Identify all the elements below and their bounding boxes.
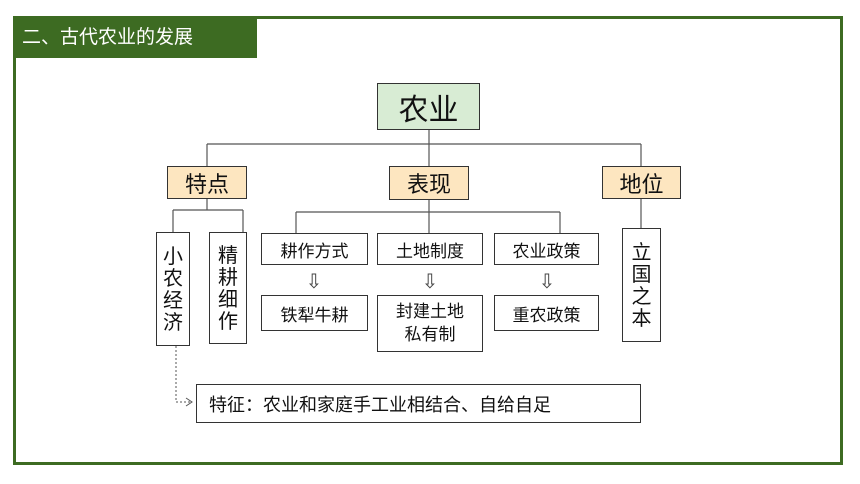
vertical-char: 细 [218,287,238,311]
intensive-farming-box: 精耕细作 [209,232,247,344]
vertical-char: 经 [163,288,183,312]
feature-statement-box: 特征：农业和家庭手工业相结合、自给自足 [196,384,641,423]
down-arrow-icon: ⇩ [421,269,439,293]
vertical-char: 济 [163,310,183,334]
down-arrow-icon: ⇩ [538,269,556,293]
vertical-char: 本 [631,306,652,330]
agriculture-priority-policy-box: 重农政策 [494,295,599,331]
foundation-of-state-box: 立国之本 [622,228,661,342]
vertical-char: 作 [218,309,238,333]
farming-policy-box: 农业政策 [494,233,599,265]
vertical-char: 精 [218,243,238,267]
feature-arrowhead [185,397,193,407]
branch-traits-box: 特点 [167,166,247,199]
vertical-char: 耕 [218,265,238,289]
root-agriculture-box: 农业 [377,83,480,130]
feudal-land-private-ownership-box: 封建土地 私有制 [377,295,483,352]
vertical-char: 之 [631,284,652,308]
land-ownership-line-1: 封建土地 [396,301,464,322]
down-arrow-icon: ⇩ [305,269,323,293]
small-farming-economy-box: 小农经济 [156,232,190,346]
vertical-char: 小 [163,244,183,268]
farming-method-box: 耕作方式 [261,233,368,265]
vertical-char: 国 [631,262,652,286]
header-band [13,16,257,58]
iron-plough-ox-farming-box: 铁犁牛耕 [261,295,368,331]
land-ownership-line-2: 私有制 [404,324,456,345]
land-system-box: 土地制度 [377,233,483,265]
branch-status-box: 地位 [602,166,681,199]
slide-title: 二、古代农业的发展 [22,26,194,48]
vertical-char: 立 [631,240,652,264]
slide-frame [13,16,843,465]
branch-manifestation-box: 表现 [389,166,469,200]
vertical-char: 农 [163,266,183,290]
